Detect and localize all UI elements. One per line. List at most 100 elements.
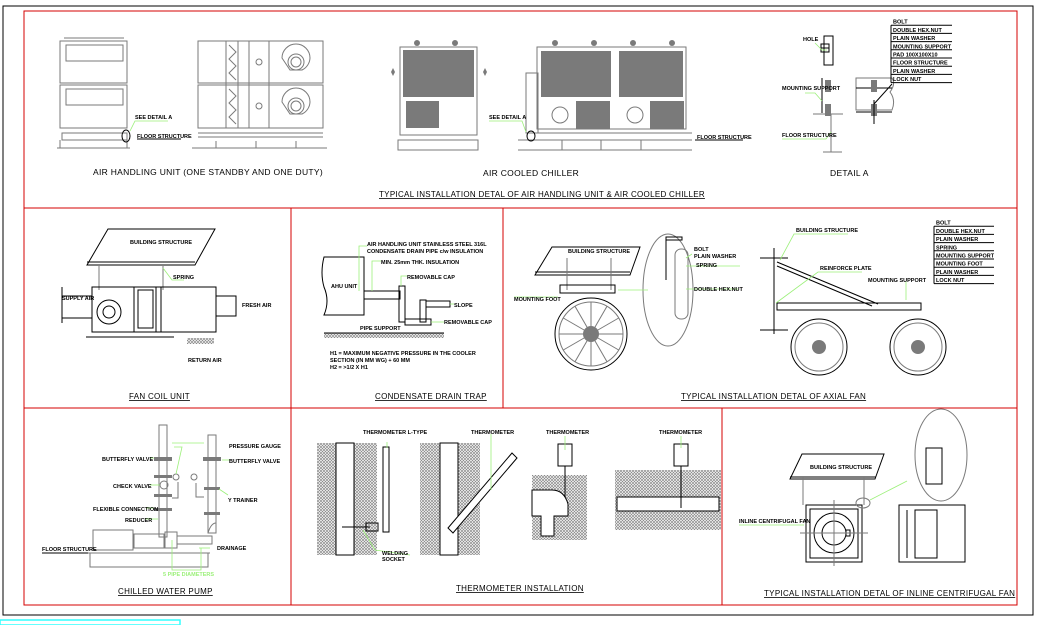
label-drain-pipe-2: CONDENSATE DRAIN PIPE c/w INSULATION [367,249,483,255]
label-drainage: DRAINAGE [217,546,247,552]
label-thermometer-2: THERMOMETER [471,430,514,436]
legend-item: BOLT [936,221,951,227]
legend-item: PLAIN WASHER [936,237,978,243]
panel-thermometer: THERMOMETER L-TYPE WELDING SOCKET THERMO… [317,430,721,593]
label-cap-top: REMOVABLE CAP [407,275,455,281]
label-see-detail-chiller: SEE DETAIL A [489,115,526,121]
legend-item: MOUNTING SUPPORT [893,44,952,50]
legend-item: SPRING [936,245,957,251]
label-supply-air: SUPPLY AIR [62,296,94,302]
label-thermometer-4: THERMOMETER [659,430,702,436]
label-mounting-foot: MOUNTING FOOT [514,297,561,303]
label-cap-bottom: REMOVABLE CAP [444,320,492,326]
label-reinforce-plate: REINFORCE PLATE [820,266,872,272]
fan-spoke [590,317,619,335]
panel-drain-trap: AHU UNIT AIR HANDLING UNIT STAINLESS STE… [321,242,492,401]
label-building-inline: BUILDING STRUCTURE [810,465,872,471]
ahu-front-view [57,37,130,149]
caption-detail-a: DETAIL A [830,168,869,178]
fan-spoke [590,333,619,351]
title-axial-fan: TYPICAL INSTALLATION DETAL OF AXIAL FAN [681,392,866,401]
caption-ahu: AIR HANDLING UNIT (ONE STANDBY AND ONE D… [93,167,323,177]
note-h1: H1 = MAXIMUM NEGATIVE PRESSURE IN THE CO… [330,351,476,357]
legend-item: PAD 100X100X10 [893,53,938,59]
status-strip [0,619,181,625]
label-floor-chiller: FLOOR STRUCTURE [697,135,752,141]
label-bolt-axial: BOLT [694,247,709,253]
label-pipe-support: PIPE SUPPORT [360,326,401,332]
label-check-valve: CHECK VALVE [113,484,152,490]
fan-spoke [574,333,592,362]
panel-pump: BUTTERFLY VALVE CHECK VALVE FLEXIBLE CON… [42,424,281,596]
title-fan-coil: FAN COIL UNIT [129,392,190,401]
fan-spoke [563,317,592,335]
label-spring-axial: SPRING [696,263,717,269]
see-detail-marker-chiller [526,130,536,142]
label-hexnut-axial: DOUBLE HEX.NUT [694,287,744,293]
legend-item: BOLT [893,20,908,26]
label-fresh-air: FRESH AIR [242,303,271,309]
chiller-side-view [518,40,692,151]
legend-item: PLAIN WASHER [936,270,978,276]
label-hole: HOLE [803,37,819,43]
label-pipe-diameters: 5 PIPE DIAMETERS [163,572,214,578]
label-see-detail-ahu: SEE DETAIL A [135,115,172,121]
caption-chiller: AIR COOLED CHILLER [483,168,579,178]
legend-table-axial-fan: BOLT DOUBLE HEX.NUT PLAIN WASHER SPRING MOUN… [933,221,995,285]
label-flexible-connection: FLEXIBLE CONNECTION [93,507,158,513]
label-floor-pump: FLOOR STRUCTURE [42,547,97,553]
legend-table-detail-a: BOLT DOUBLE HEX.NUT PLAIN WASHER MOUNTING S… [890,20,952,84]
title-thermometer: THERMOMETER INSTALLATION [456,584,584,593]
label-return-air: RETURN AIR [188,358,222,364]
label-butterfly-right: BUTTERFLY VALVE [229,459,280,465]
label-pressure-gauge: PRESSURE GAUGE [229,444,281,450]
panel-detail-a: HOLE MOUNTING SUPPORT FLOOR STRUCTURE DE… [782,20,952,178]
label-thermometer-l: THERMOMETER L-TYPE [363,430,427,436]
chiller-front-view [391,40,487,151]
label-butterfly-left: BUTTERFLY VALVE [102,457,153,463]
see-detail-marker [121,129,131,143]
label-thermometer-3: THERMOMETER [546,430,589,436]
title-ahu-chiller: TYPICAL INSTALLATION DETAL OF AIR HANDLI… [379,190,705,199]
title-drain-trap: CONDENSATE DRAIN TRAP [375,392,487,401]
legend-item: LOCK NUT [893,77,922,83]
title-inline-fan: TYPICAL INSTALLATION DETAL OF INLINE CEN… [764,589,1015,598]
label-washer-axial: PLAIN WASHER [694,254,736,260]
legend-item: DOUBLE HEX.NUT [936,229,986,235]
label-y-strainer: Y TRAINER [228,498,258,504]
label-slope: SLOPE [454,303,473,309]
legend-item: LOCK NUT [936,278,965,284]
legend-item: DOUBLE HEX.NUT [893,28,943,34]
panel-fan-coil: BUILDING STRUCTURE SPRING SUPPLY AIR FRE… [61,228,271,401]
fan-spoke [590,333,608,362]
outer-sheet-border [2,5,1034,616]
note-h2: H2 = >1/2 X H1 [330,365,368,371]
label-welding: WELDING [382,551,408,557]
legend-item: PLAIN WASHER [893,36,935,42]
panel-axial-fan: BUILDING STRUCTURE MOUNTING FOOT BOLT PL… [514,221,995,401]
label-insulation: MIN. 25mm THK. INSULATION [381,260,459,266]
legend-item: MOUNTING FOOT [936,262,983,268]
label-socket: SOCKET [382,557,406,563]
label-building-axial-right: BUILDING STRUCTURE [796,228,858,234]
label-floor-ahu: FLOOR STRUCTURE [137,134,192,140]
panel-inline-fan: BUILDING STRUCTURE INLINE CENTRIFUGAL FA… [739,408,1015,598]
label-drain-pipe-1: AIR HANDLING UNIT STAINLESS STEEL 316L [367,242,487,248]
drawing-frame [23,10,1018,606]
label-building-fcu: BUILDING STRUCTURE [130,240,192,246]
panel-ahu-chiller: SEE DETAIL A FLOOR STRUCTURE [57,37,752,199]
title-pump: CHILLED WATER PUMP [118,587,213,596]
label-building-axial-left: BUILDING STRUCTURE [568,249,630,255]
legend-item: FLOOR STRUCTURE [893,61,948,67]
label-spring: SPRING [173,275,194,281]
label-mounting-support-axial: MOUNTING SUPPORT [868,278,927,284]
legend-item: PLAIN WASHER [893,69,935,75]
label-ahu-unit: AHU UNIT [331,284,358,290]
label-inline-fan: INLINE CENTRIFUGAL FAN [739,519,810,525]
label-reducer: REDUCER [125,518,152,524]
fan-spoke [574,306,592,335]
label-mounting-support-a: MOUNTING SUPPORT [782,86,841,92]
fan-spoke [563,333,592,351]
label-floor-a: FLOOR STRUCTURE [782,133,837,139]
